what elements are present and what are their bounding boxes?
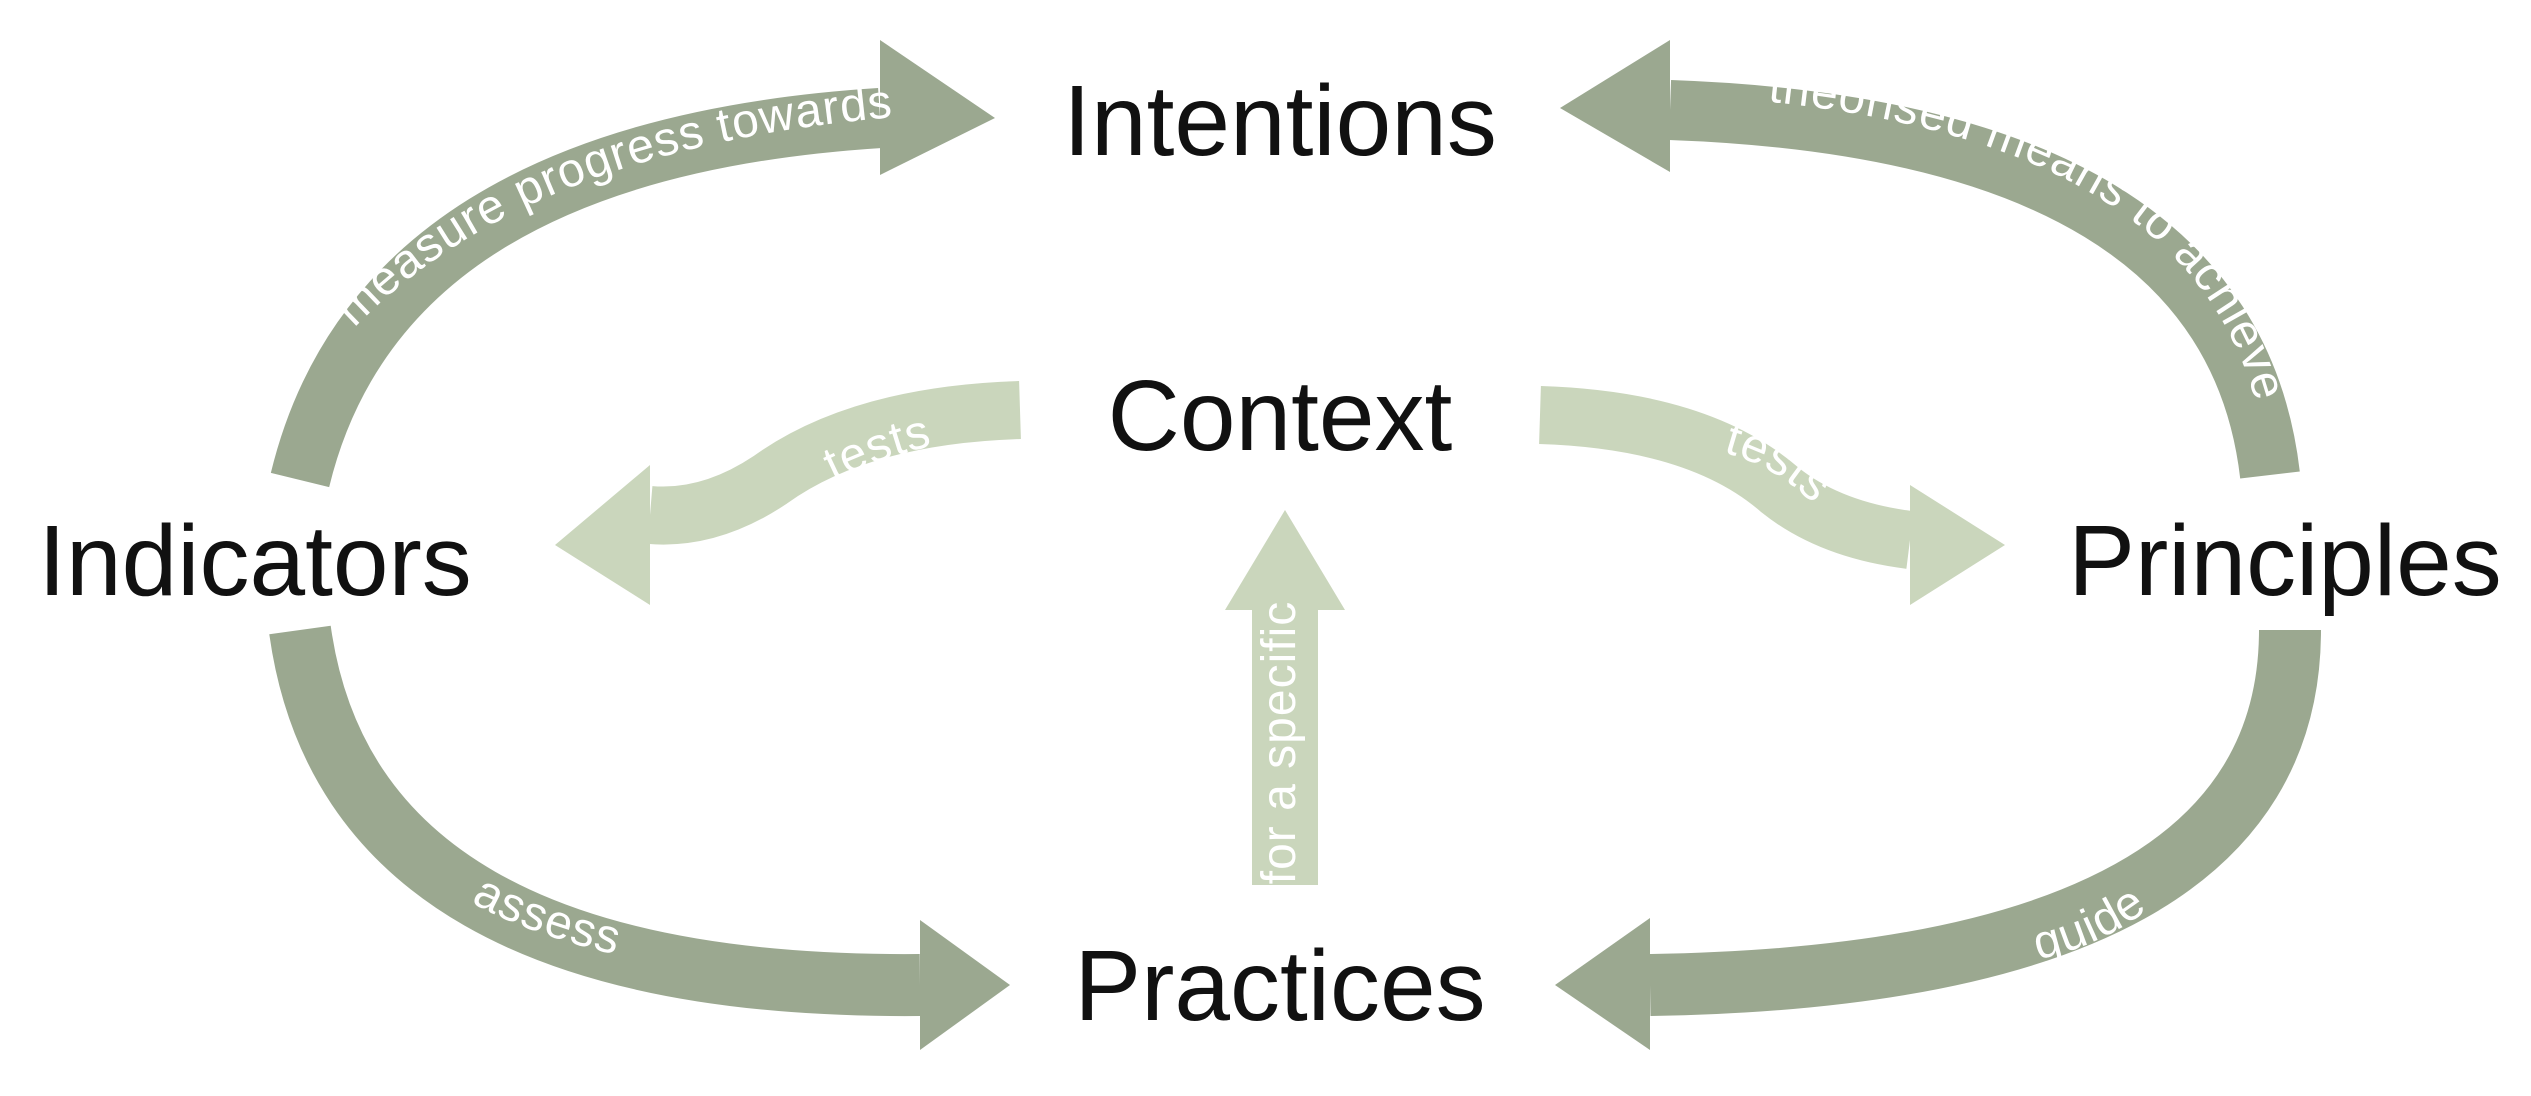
arrow-head <box>1555 918 1650 1050</box>
arrow-shaft <box>1252 605 1318 885</box>
node-indicators: Indicators <box>38 505 472 617</box>
arrow-head <box>1225 510 1345 610</box>
arrow-principles-to-practices: guide <box>1555 629 2321 1050</box>
arrow-head <box>880 40 995 175</box>
arrow-shaft <box>1649 629 2321 1016</box>
svg-text:for a specific: for a specific <box>1253 601 1306 885</box>
arrow-shaft <box>1668 80 2300 479</box>
arrow-shaft <box>270 88 882 488</box>
arrow-shaft <box>269 625 921 1017</box>
node-practices: Practices <box>1074 930 1485 1042</box>
node-intentions: Intentions <box>1063 65 1497 177</box>
arrow-indicators-to-practices: assess <box>269 625 1010 1050</box>
arrow-context-to-principles: tests <box>1539 386 2005 605</box>
arrow-head <box>1910 485 2005 605</box>
node-principles: Principles <box>2068 505 2502 617</box>
arrow-context-to-indicators: tests <box>555 381 1021 605</box>
arrow-shaft <box>647 381 1021 545</box>
arrow-head <box>555 465 650 605</box>
label-for-a-specific: for a specific <box>1253 601 1305 885</box>
arrow-head <box>1560 40 1670 172</box>
arrow-head <box>920 920 1010 1050</box>
arrow-practices-to-context: for a specific <box>1225 510 1345 885</box>
arrow-shaft <box>1539 386 1914 569</box>
node-context: Context <box>1108 360 1453 472</box>
